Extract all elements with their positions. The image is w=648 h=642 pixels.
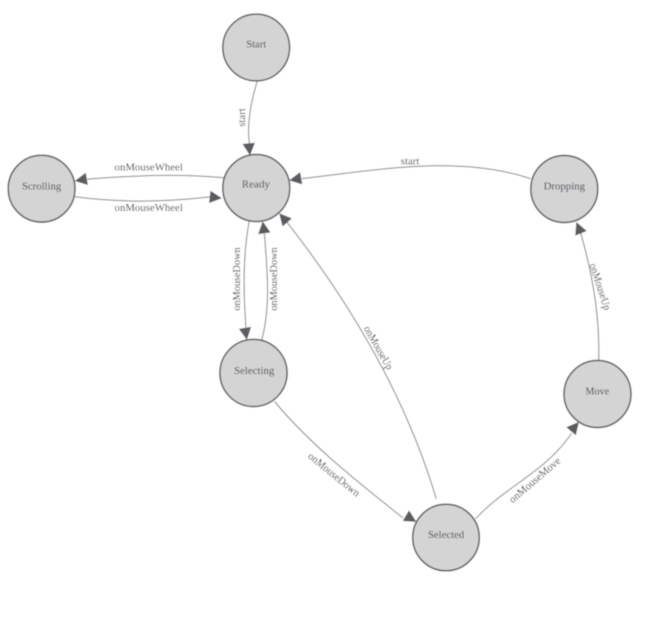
svg-text:Move: Move — [585, 385, 609, 397]
svg-text:onMouseDown: onMouseDown — [231, 247, 243, 311]
svg-text:onMouseWheel: onMouseWheel — [115, 202, 183, 214]
svg-text:onMouseWheel: onMouseWheel — [115, 162, 183, 174]
svg-text:onMouseDown: onMouseDown — [268, 247, 280, 311]
svg-text:Start: Start — [246, 39, 266, 51]
svg-text:start: start — [236, 108, 248, 127]
svg-text:Selected: Selected — [428, 529, 465, 541]
svg-text:Ready: Ready — [242, 178, 271, 190]
svg-text:start: start — [401, 155, 420, 167]
svg-text:Dropping: Dropping — [544, 180, 586, 192]
svg-text:Selecting: Selecting — [234, 365, 275, 377]
svg-text:Scrolling: Scrolling — [22, 180, 62, 192]
